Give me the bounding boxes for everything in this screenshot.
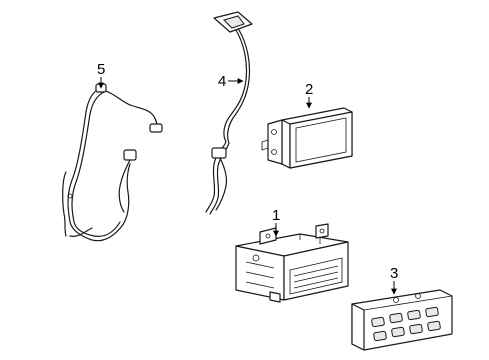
callout-4: 4 <box>218 73 244 90</box>
callout-1-number: 1 <box>272 207 280 224</box>
display-module <box>261 107 353 169</box>
antenna-cable <box>205 11 253 215</box>
callout-4-number: 4 <box>218 73 226 90</box>
callout-3: 3 <box>390 265 398 295</box>
radio-receiver <box>235 223 349 303</box>
wiring-harness <box>62 83 163 242</box>
callout-3-number: 3 <box>390 265 398 282</box>
callout-1: 1 <box>272 207 280 237</box>
callout-2: 2 <box>305 81 313 109</box>
callout-5-number: 5 <box>97 61 105 78</box>
callout-2-number: 2 <box>305 81 313 98</box>
callout-5: 5 <box>97 61 105 89</box>
control-panel <box>351 289 453 351</box>
